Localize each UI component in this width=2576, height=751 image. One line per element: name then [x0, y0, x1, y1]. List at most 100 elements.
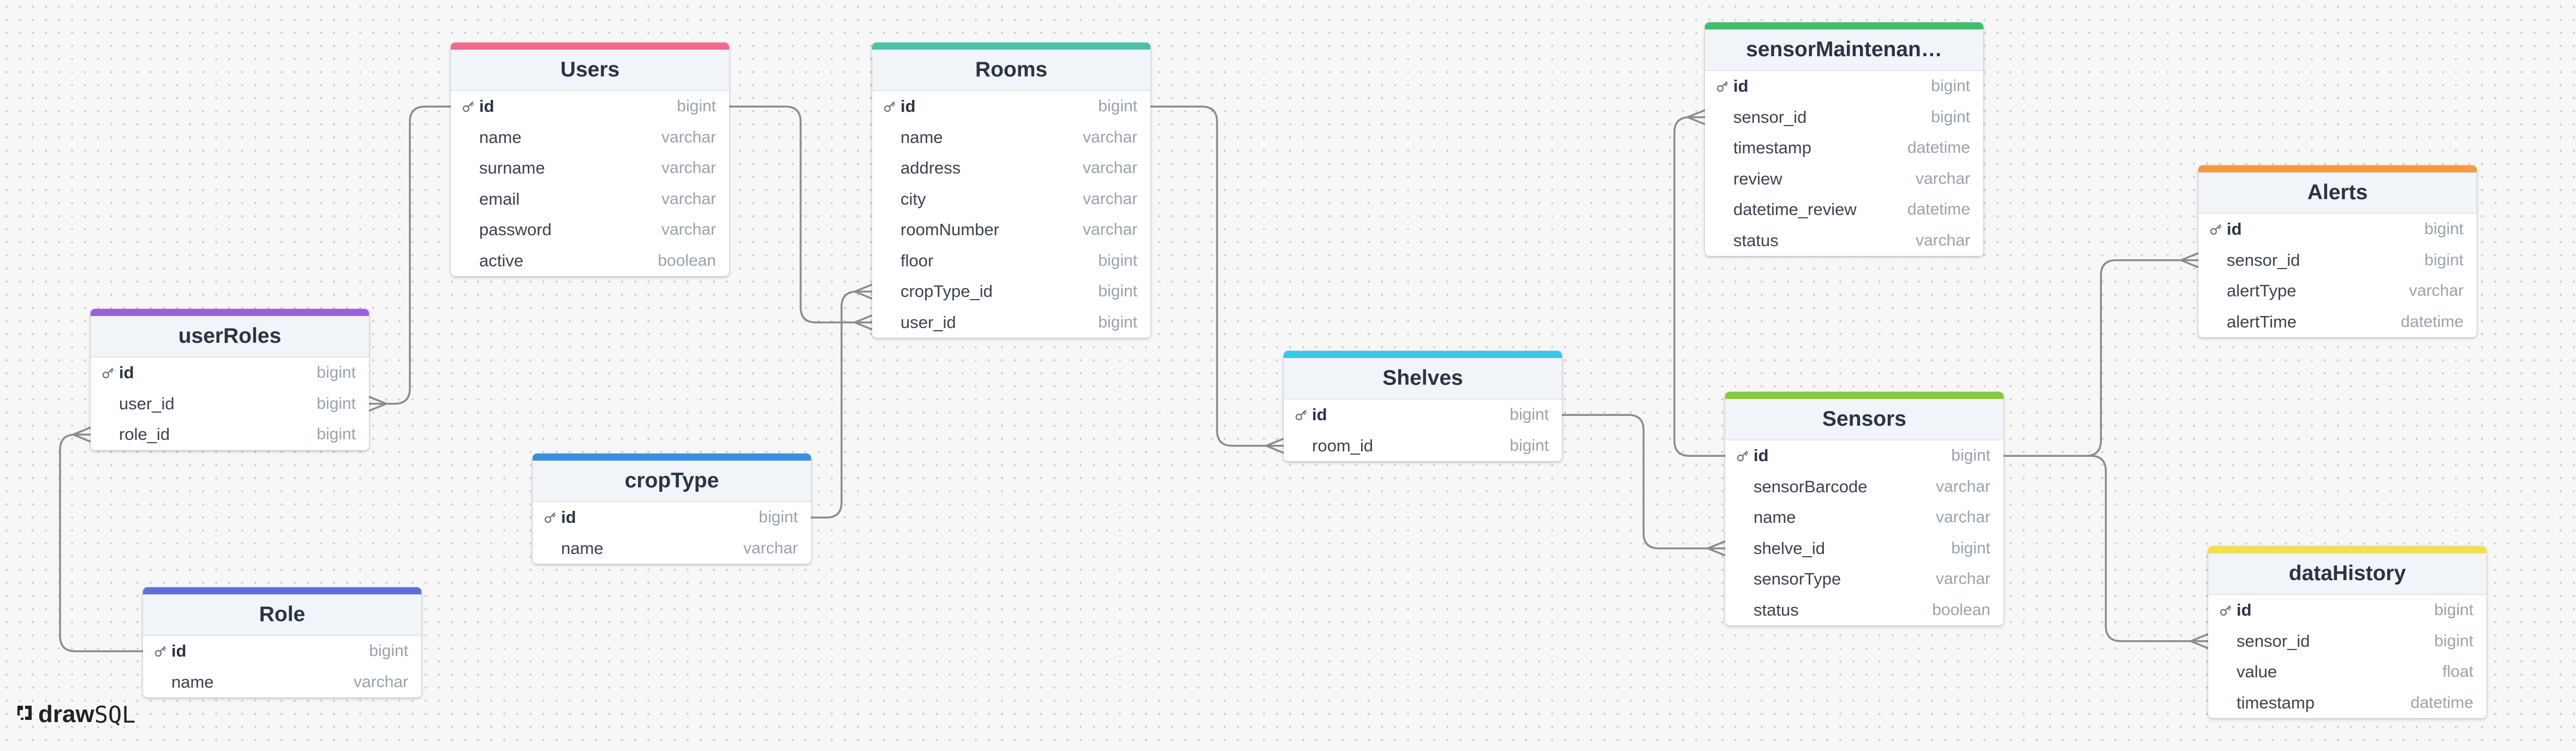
relation-line[interactable]	[1562, 414, 1725, 550]
column-name: alertTime	[2227, 312, 2297, 331]
relation-line[interactable]	[1673, 116, 1725, 457]
column-type: bigint	[1951, 539, 1990, 557]
column-name: name	[1754, 508, 1796, 527]
relation-line[interactable]	[369, 105, 451, 405]
relation-line[interactable]	[2003, 455, 2208, 642]
table-title[interactable]: Role	[143, 594, 421, 636]
table-title[interactable]: Rooms	[872, 50, 1150, 91]
crows-foot-icon	[73, 426, 91, 443]
column-type: bigint	[369, 642, 408, 660]
column-name: name	[561, 538, 604, 558]
column-row[interactable]: alertType varchar	[2198, 276, 2477, 307]
column-name: sensor_id	[1733, 107, 1807, 127]
column-name: city	[901, 189, 926, 208]
relation-line[interactable]	[811, 290, 872, 518]
primary-key-icon	[2209, 223, 2227, 236]
relation-line[interactable]	[2003, 259, 2198, 457]
table-title[interactable]: sensorMaintenan…	[1705, 29, 1983, 71]
table-title[interactable]: dataHistory	[2208, 553, 2486, 595]
column-type: varchar	[1935, 508, 1990, 527]
column-type: float	[2442, 663, 2473, 681]
column-name: id	[1754, 446, 1769, 466]
table-title[interactable]: Shelves	[1284, 358, 1562, 400]
table-title[interactable]: cropType	[533, 461, 811, 502]
relation-line[interactable]	[59, 433, 143, 652]
column-row[interactable]: id bigint	[1725, 440, 2003, 472]
column-type: bigint	[2434, 601, 2473, 619]
primary-key-icon	[883, 100, 901, 113]
drawsql-logo-icon	[15, 701, 34, 728]
column-row[interactable]: name varchar	[1725, 502, 2003, 533]
column-type: varchar	[2408, 282, 2464, 300]
table-title[interactable]: Alerts	[2198, 172, 2477, 214]
relation-line[interactable]	[1150, 105, 1284, 447]
relation-line[interactable]	[729, 105, 872, 324]
column-name: sensor_id	[2237, 631, 2310, 651]
column-type: bigint	[1951, 446, 1990, 465]
column-name: alertType	[2227, 281, 2297, 301]
primary-key-icon	[2219, 604, 2237, 617]
table-title[interactable]: Users	[451, 50, 729, 91]
column-name: sensor_id	[2227, 250, 2300, 270]
column-type: datetime	[1907, 200, 1970, 219]
table-title[interactable]: userRoles	[91, 316, 369, 357]
column-name: id	[561, 508, 576, 527]
column-type: bigint	[317, 363, 356, 382]
column-row[interactable]: sensor_id bigint	[2198, 245, 2477, 276]
table-title[interactable]: Sensors	[1725, 399, 2003, 440]
column-row[interactable]: id bigint	[143, 636, 421, 667]
column-name: timestamp	[2237, 693, 2315, 712]
column-type: bigint	[2424, 251, 2464, 269]
column-name: id	[171, 641, 187, 661]
